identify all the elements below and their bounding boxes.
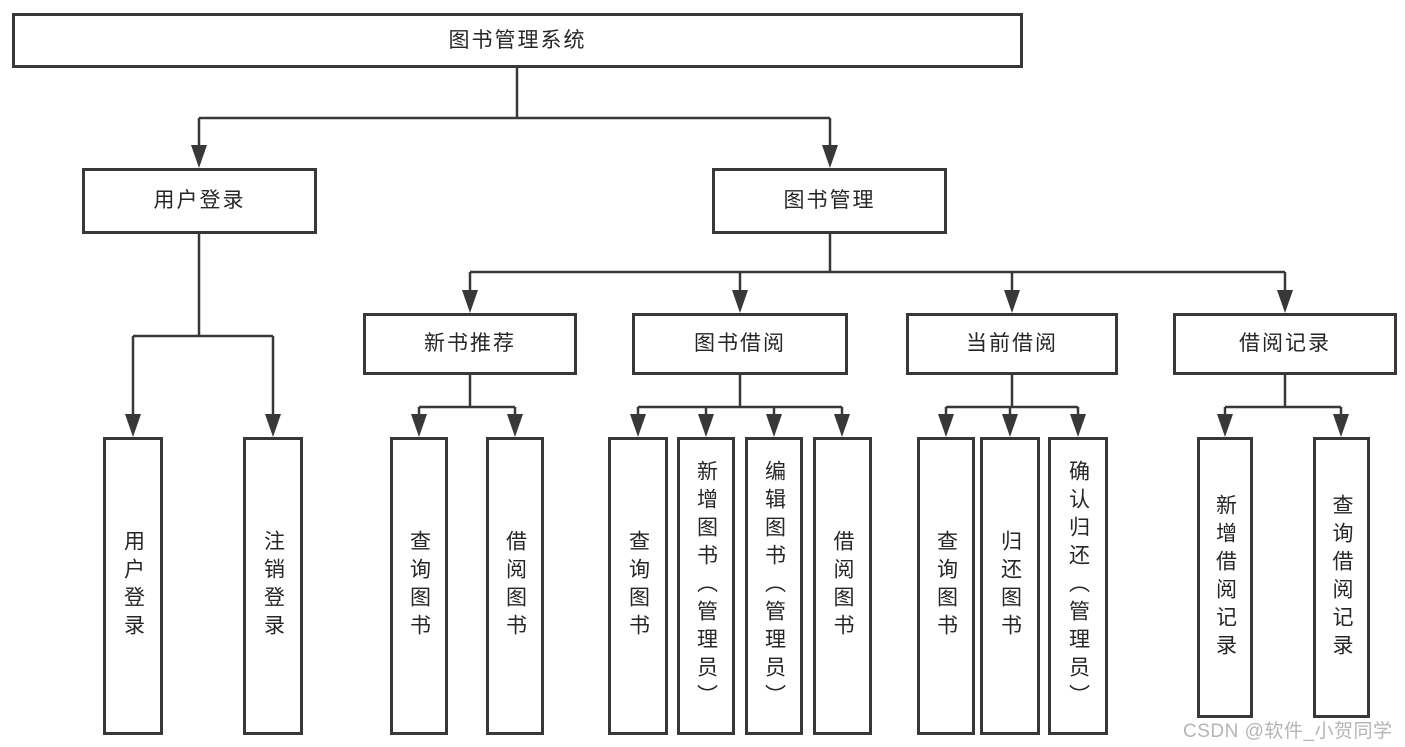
leaf-borrow-books-recommend-label: 借阅图书 (503, 530, 527, 642)
leaf-edit-books-admin: 编辑图书（管理员） (745, 437, 803, 735)
node-book-management-label: 图书管理 (783, 189, 876, 213)
node-book-management: 图书管理 (712, 168, 947, 234)
leaf-query-books-recommend-label: 查询图书 (407, 530, 431, 642)
leaf-query-borrow-record: 查询借阅记录 (1313, 437, 1370, 718)
leaf-borrow-books-borrowing-label: 借阅图书 (831, 530, 854, 642)
leaf-add-borrow-record-label: 新增借阅记录 (1213, 493, 1237, 662)
leaf-return-books-label: 归还图书 (998, 530, 1022, 642)
leaf-edit-books-admin-label: 编辑图书（管理员） (762, 460, 786, 712)
leaf-query-books-borrowing-label: 查询图书 (626, 530, 650, 642)
leaf-user-login-label: 用户登录 (121, 530, 145, 642)
node-borrowing-records: 借阅记录 (1173, 313, 1397, 375)
node-library-management-system: 图书管理系统 (12, 13, 1023, 68)
leaf-query-books-recommend: 查询图书 (390, 437, 448, 735)
leaf-add-books-admin: 新增图书（管理员） (677, 437, 735, 735)
leaf-add-books-admin-label: 新增图书（管理员） (694, 460, 718, 712)
node-current-borrowing: 当前借阅 (906, 313, 1118, 375)
leaf-query-books-current-label: 查询图书 (934, 530, 958, 642)
leaf-confirm-return-admin-label: 确认归还（管理员） (1066, 460, 1090, 712)
leaf-borrow-books-recommend: 借阅图书 (486, 437, 544, 735)
node-user-login: 用户登录 (82, 168, 317, 234)
leaf-logout-label: 注销登录 (261, 530, 285, 642)
leaf-add-borrow-record: 新增借阅记录 (1197, 437, 1253, 718)
node-current-borrowing-label: 当前借阅 (966, 332, 1058, 356)
node-user-login-label: 用户登录 (153, 189, 246, 213)
node-book-borrowing-label: 图书借阅 (694, 332, 786, 356)
leaf-logout: 注销登录 (243, 437, 303, 735)
leaf-borrow-books-borrowing: 借阅图书 (813, 437, 872, 735)
node-book-borrowing: 图书借阅 (632, 313, 848, 375)
leaf-confirm-return-admin: 确认归还（管理员） (1048, 437, 1108, 735)
leaf-query-books-current: 查询图书 (917, 437, 975, 735)
leaf-query-books-borrowing: 查询图书 (608, 437, 668, 735)
watermark-csdn: CSDN @软件_小贺同学 (1183, 721, 1393, 742)
leaf-return-books: 归还图书 (980, 437, 1040, 735)
node-new-book-recommend-label: 新书推荐 (424, 332, 516, 356)
node-borrowing-records-label: 借阅记录 (1239, 332, 1331, 356)
node-new-book-recommend: 新书推荐 (363, 313, 577, 375)
leaf-query-borrow-record-label: 查询借阅记录 (1330, 493, 1353, 662)
leaf-user-login: 用户登录 (103, 437, 163, 735)
node-library-management-system-label: 图书管理系统 (448, 28, 587, 52)
